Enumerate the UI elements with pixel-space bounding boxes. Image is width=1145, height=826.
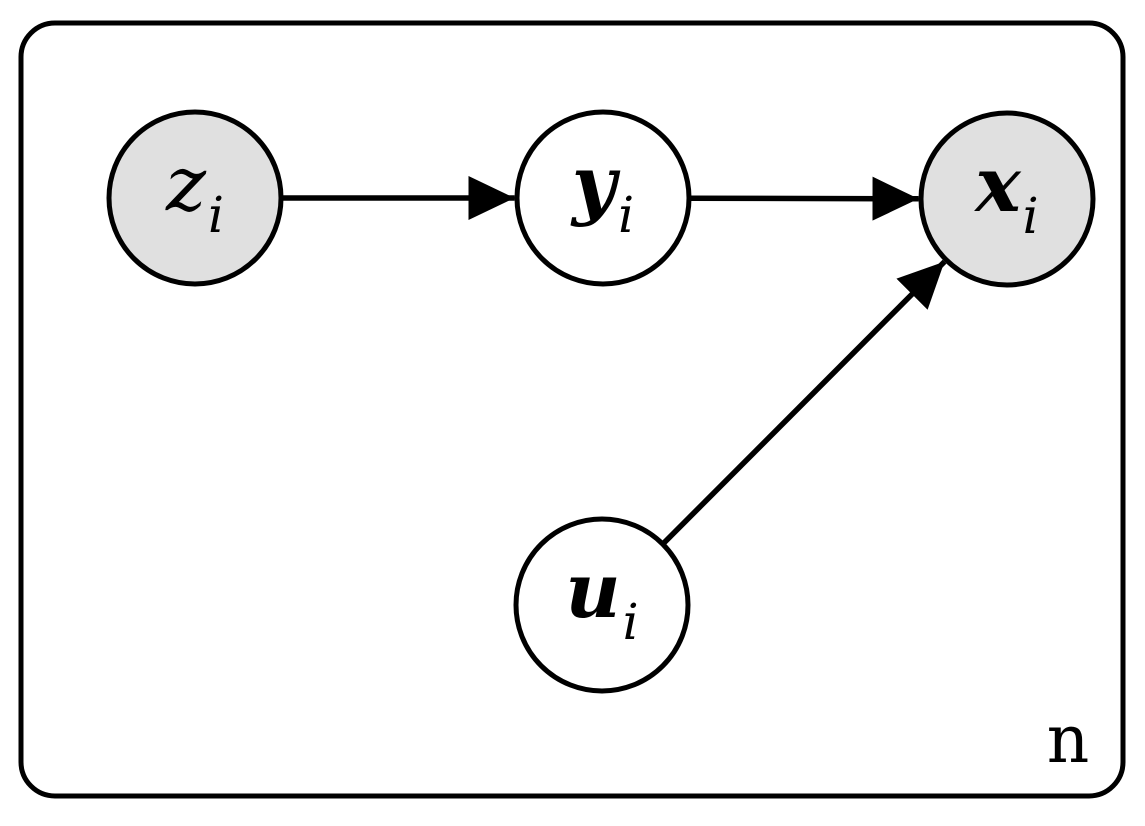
edge-y-to-x [690,176,919,221]
node-u-circle [513,516,691,694]
node-z: zi [106,109,284,287]
node-z-label: zi [165,139,224,244]
node-y-label: yi [570,139,634,244]
node-z-circle [106,109,284,287]
node-u: ui [513,516,691,694]
edge-u-to-x [662,259,947,545]
node-x-label: xi [973,140,1038,245]
plate-boundary [18,20,1126,799]
node-x: xi [918,110,1096,288]
node-u-label: ui [565,546,638,651]
plate-count-label: n [1047,701,1090,778]
node-x-circle [918,110,1096,288]
node-y: yi [514,109,692,287]
node-y-circle [514,109,692,287]
